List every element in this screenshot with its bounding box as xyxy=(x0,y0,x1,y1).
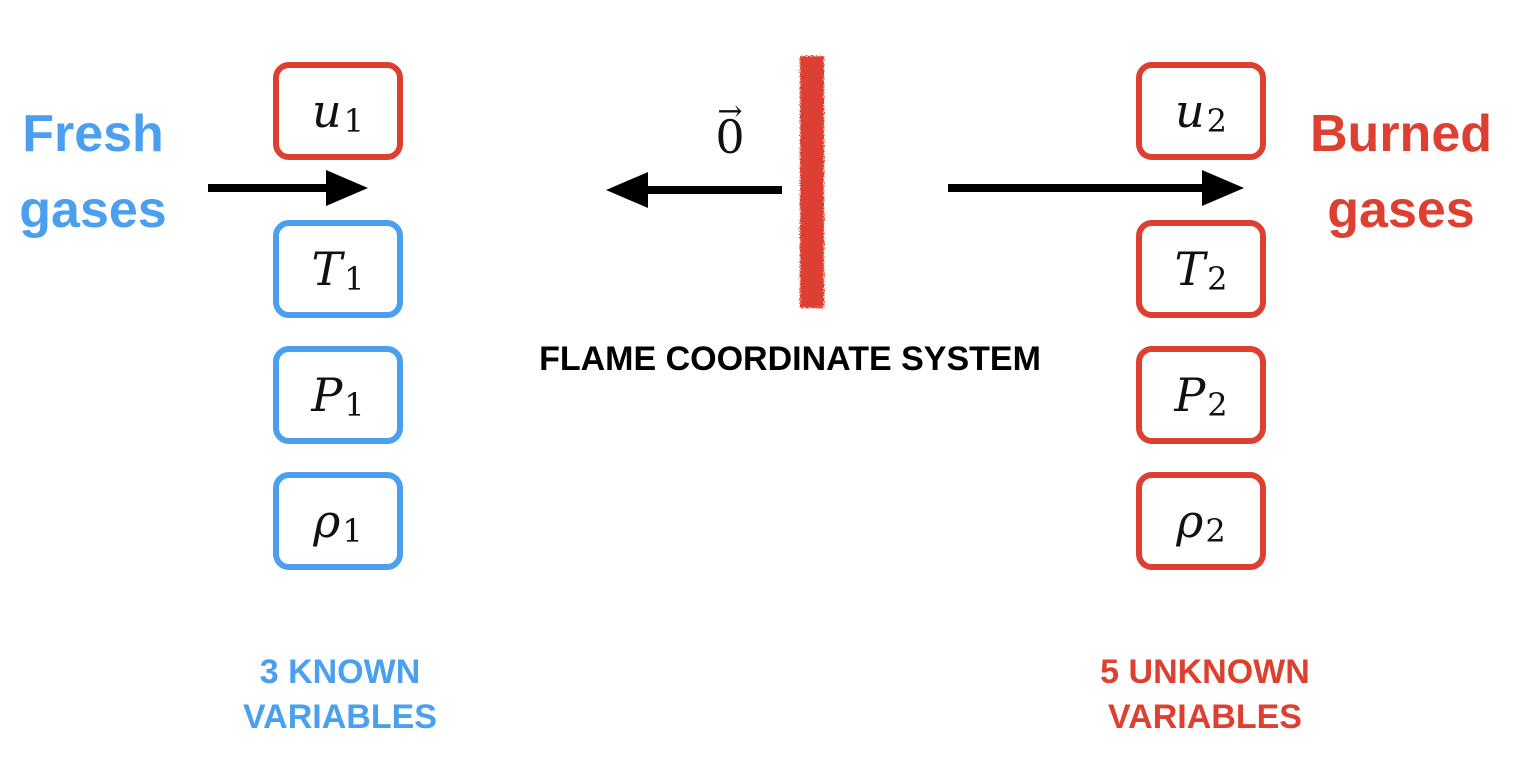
var-symbol: u xyxy=(312,84,342,138)
var-subscript: 1 xyxy=(344,386,365,424)
known-caption-line-1: 3 KNOWN xyxy=(259,653,421,691)
var-symbol: P xyxy=(1174,368,1206,422)
var-subscript: 2 xyxy=(1206,102,1227,140)
known-caption-line-2: VARIABLES xyxy=(243,697,437,736)
burned-label-line-2: gases xyxy=(1327,181,1475,239)
flame-coordinate-system-label: FLAME COORDINATE SYSTEM xyxy=(539,340,1041,378)
fresh-gases-label: Fresh gases xyxy=(0,108,186,260)
flame-front xyxy=(800,56,824,308)
unknown-caption-line-2: VARIABLES xyxy=(1108,697,1302,736)
var-subscript: 1 xyxy=(342,512,363,550)
zero-vector-label: → 0 xyxy=(700,94,760,170)
var-symbol: P xyxy=(311,368,343,422)
var-symbol: T xyxy=(311,242,343,296)
outflow-arrow xyxy=(948,170,1244,206)
unknown-variables-caption: 5 UNKNOWN VARIABLES xyxy=(1050,650,1360,740)
unknown-caption-line-1: 5 UNKNOWN xyxy=(1100,653,1310,691)
fresh-label-line-1: Fresh xyxy=(22,105,164,163)
var-subscript: 1 xyxy=(344,260,365,298)
var-subscript: 1 xyxy=(343,102,364,140)
var-symbol: T xyxy=(1174,242,1206,296)
burned-gases-label: Burned gases xyxy=(1290,108,1512,260)
known-variables-caption: 3 KNOWN VARIABLES xyxy=(200,650,480,740)
var-subscript: 2 xyxy=(1207,260,1228,298)
var-subscript: 2 xyxy=(1207,386,1228,424)
var-symbol: ρ xyxy=(1176,494,1204,548)
inflow-arrow xyxy=(208,170,368,206)
vector-arrow-symbol: → xyxy=(717,94,743,129)
var-symbol: u xyxy=(1175,84,1205,138)
fresh-label-line-2: gases xyxy=(19,181,167,239)
burned-label-line-1: Burned xyxy=(1310,105,1492,163)
var-subscript: 2 xyxy=(1205,512,1226,550)
flame-velocity-arrow xyxy=(606,172,782,208)
var-symbol: ρ xyxy=(313,494,341,548)
zero-value: 0 xyxy=(715,110,745,164)
